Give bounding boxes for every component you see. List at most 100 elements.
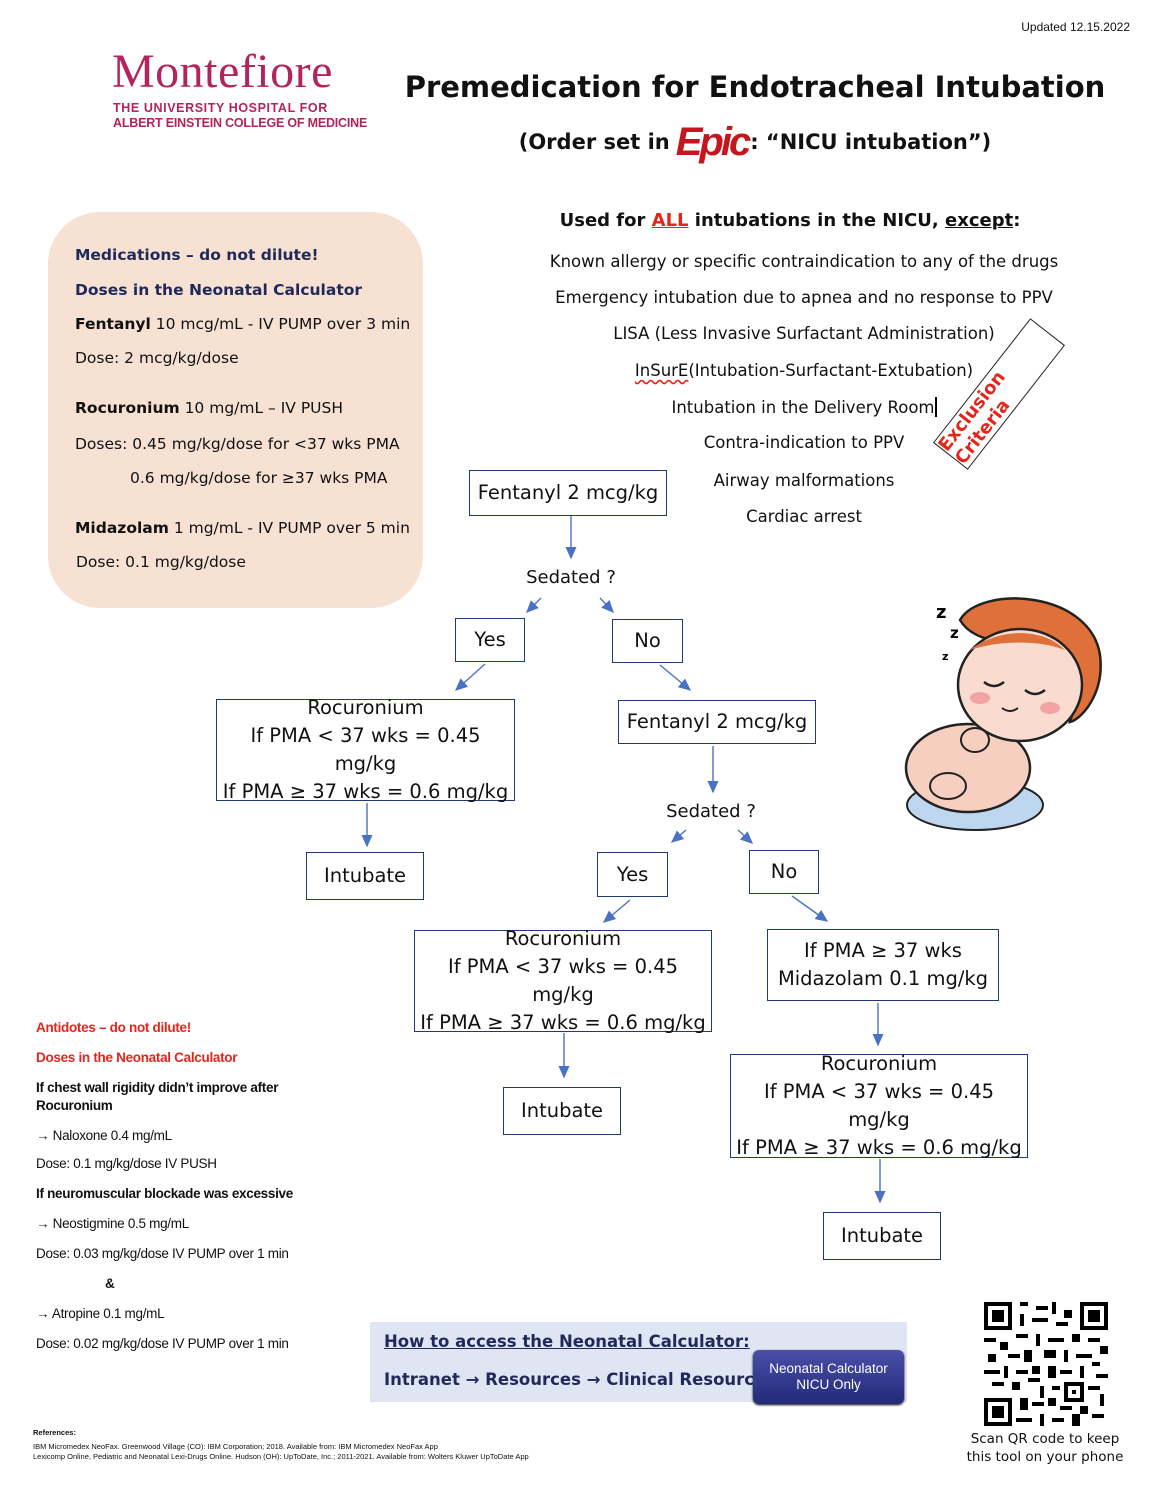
rocuronium-info: Rocuronium 10 mg/mL – IV PUSH: [75, 399, 343, 417]
flow-arrow: [599, 597, 614, 614]
midazolam-step: If PMA ≥ 37 wks Midazolam 0.1 mg/kg: [767, 929, 999, 1001]
atropine: → Atropine 0.1 mg/mL: [36, 1306, 165, 1321]
z-letter-icon: z: [936, 602, 946, 623]
roc2-line2: If PMA ≥ 37 wks = 0.6 mg/kg: [420, 1011, 706, 1034]
z-letter-icon: z: [942, 650, 948, 663]
cheek-icon: [970, 692, 990, 704]
midazolam-desc: 1 mg/mL - IV PUMP over 5 min: [168, 519, 410, 537]
reference-2: Lexicomp Online, Pediatric and Neonatal …: [33, 1452, 529, 1461]
no-box-2: No: [749, 850, 819, 894]
excl-head-except: except: [945, 210, 1014, 231]
references-heading: References:: [33, 1428, 76, 1437]
exclusion-heading: Used for ALL intubations in the NICU, ex…: [440, 210, 1140, 231]
rocuronium-step-2: Rocuronium If PMA < 37 wks = 0.45 mg/kg …: [414, 927, 712, 1034]
yes-box-1: Yes: [455, 618, 525, 662]
baby-foot-icon: [929, 772, 967, 800]
antidote-condition-1a: If chest wall rigidity didn’t improve af…: [36, 1080, 279, 1095]
flow-arrow: [670, 829, 687, 843]
flow-arrow: [602, 899, 631, 923]
roc3-line2: If PMA ≥ 37 wks = 0.6 mg/kg: [736, 1136, 1022, 1159]
page-title: Premedication for Endotracheal Intubatio…: [404, 70, 1106, 104]
baby-fringe-icon: [970, 633, 1065, 650]
rocuronium-dose-1: Doses: 0.45 mg/kg/dose for <37 wks PMA: [75, 435, 400, 453]
montefiore-logo: Montefiore: [112, 45, 333, 98]
exclusion-item: InSurE(Intubation-Surfactant-Extubation): [454, 361, 1152, 380]
flow-arrow: [659, 664, 692, 691]
intubate-step-3: Intubate: [823, 1212, 941, 1260]
excl-head-b: intubations in the NICU,: [688, 210, 945, 231]
naloxone: → Naloxone 0.4 mg/mL: [36, 1128, 172, 1143]
qr-caption: Scan QR code to keep this tool on your p…: [966, 1430, 1124, 1466]
logo-tagline: THE UNIVERSITY HOSPITAL FOR ALBERT EINST…: [113, 101, 367, 131]
rocuronium-step-3: Rocuronium If PMA < 37 wks = 0.45 mg/kg …: [730, 1052, 1028, 1159]
rocuronium-step-1: Rocuronium If PMA < 37 wks = 0.45 mg/kg …: [216, 696, 515, 803]
atropine-dose: Dose: 0.02 mg/kg/dose IV PUMP over 1 min: [36, 1336, 289, 1351]
text-cursor: [934, 397, 937, 417]
neostigmine: → Neostigmine 0.5 mg/mL: [36, 1216, 189, 1231]
yes-box-2: Yes: [597, 852, 668, 897]
fentanyl-info: Fentanyl 10 mcg/mL - IV PUMP over 3 min: [75, 315, 410, 333]
sedated-question-2: Sedated ?: [666, 801, 756, 822]
roc2-line1: If PMA < 37 wks = 0.45 mg/kg: [447, 955, 679, 1006]
ampersand: &: [105, 1276, 115, 1291]
roc2-title: Rocuronium: [504, 927, 622, 950]
exclusion-item: LISA (Less Invasive Surfactant Administr…: [613, 324, 995, 343]
z-letter-icon: z: [950, 624, 959, 642]
intubate-step-1: Intubate: [306, 852, 424, 900]
qr-code-icon[interactable]: [984, 1302, 1108, 1426]
insure-word: InSurE: [634, 361, 689, 380]
calculator-access-path: Intranet → Resources → Clinical Resource…: [384, 1370, 795, 1389]
exclusion-item: Intubation in the Delivery Room: [454, 397, 1152, 417]
antidote-condition-1b: Rocuronium: [36, 1098, 113, 1113]
fentanyl-step-2: Fentanyl 2 mcg/kg: [618, 700, 816, 744]
neostigmine-dose: Dose: 0.03 mg/kg/dose IV PUMP over 1 min: [36, 1246, 289, 1261]
calc-button-line1: Neonatal Calculator: [769, 1361, 888, 1376]
flow-arrow: [454, 663, 486, 691]
exclusion-item: Contra-indication to PPV: [703, 433, 905, 452]
roc1-title: Rocuronium: [307, 696, 424, 719]
exclusion-item: Airway malformations: [713, 471, 895, 490]
rocuronium-desc: 10 mg/mL – IV PUSH: [179, 399, 344, 417]
rocuronium-dose-2: 0.6 mg/kg/dose for ≥37 wks PMA: [130, 469, 388, 487]
excl-head-all: ALL: [651, 210, 689, 231]
delivery-room-text: Intubation in the Delivery Room: [671, 398, 935, 417]
midazolam-name: Midazolam: [75, 519, 169, 537]
flow-arrow: [526, 597, 542, 613]
antidotes-subheading: Doses in the Neonatal Calculator: [36, 1050, 238, 1065]
neonatal-calculator-button[interactable]: Neonatal Calculator NICU Only: [753, 1350, 904, 1404]
logo-tagline-1: THE UNIVERSITY HOSPITAL FOR: [113, 101, 328, 115]
midaz-line1: If PMA ≥ 37 wks: [804, 939, 962, 962]
qr-caption-line1: Scan QR code to keep: [970, 1431, 1120, 1447]
logo-tagline-2: ALBERT EINSTEIN COLLEGE OF MEDICINE: [113, 116, 368, 130]
antidotes-heading: Antidotes – do not dilute!: [36, 1020, 191, 1035]
roc3-line1: If PMA < 37 wks = 0.45 mg/kg: [763, 1080, 995, 1131]
sedated-question-1: Sedated ?: [526, 567, 616, 588]
medications-subheading: Doses in the Neonatal Calculator: [75, 281, 363, 299]
exclusion-item: Known allergy or specific contraindicati…: [549, 252, 1059, 271]
roc1-line2: If PMA ≥ 37 wks = 0.6 mg/kg: [222, 780, 509, 803]
medications-heading: Medications – do not dilute!: [75, 246, 319, 264]
baby-hand-icon: [960, 727, 990, 753]
fentanyl-step-1: Fentanyl 2 mcg/kg: [469, 470, 667, 516]
epic-logo: Epic: [675, 120, 752, 164]
insure-desc: (Intubation-Surfactant-Extubation): [688, 361, 974, 380]
exclusion-item: Emergency intubation due to apnea and no…: [555, 288, 1053, 307]
closed-eye-icon: [983, 680, 1005, 688]
reference-1: IBM Micromedex NeoFax. Greenwood Village…: [33, 1441, 438, 1451]
midazolam-info: Midazolam 1 mg/mL - IV PUMP over 5 min: [75, 519, 410, 537]
flow-arrow: [791, 895, 829, 922]
roc3-title: Rocuronium: [820, 1052, 938, 1075]
closed-eye-icon: [1024, 688, 1046, 696]
references: References: IBM Micromedex NeoFax. Green…: [33, 1428, 529, 1463]
excl-head-colon: :: [1013, 210, 1021, 231]
mouth-icon: [1001, 707, 1019, 712]
midaz-line2: Midazolam 0.1 mg/kg: [777, 967, 989, 990]
no-box-1: No: [612, 619, 683, 663]
excl-head-a: Used for: [559, 210, 652, 231]
sleeping-baby-illustration: z z z: [904, 597, 1102, 831]
midazolam-dose: Dose: 0.1 mg/kg/dose: [76, 553, 246, 571]
fentanyl-dose: Dose: 2 mcg/kg/dose: [75, 349, 239, 367]
subtitle-suffix: : “NICU intubation”): [750, 130, 992, 154]
